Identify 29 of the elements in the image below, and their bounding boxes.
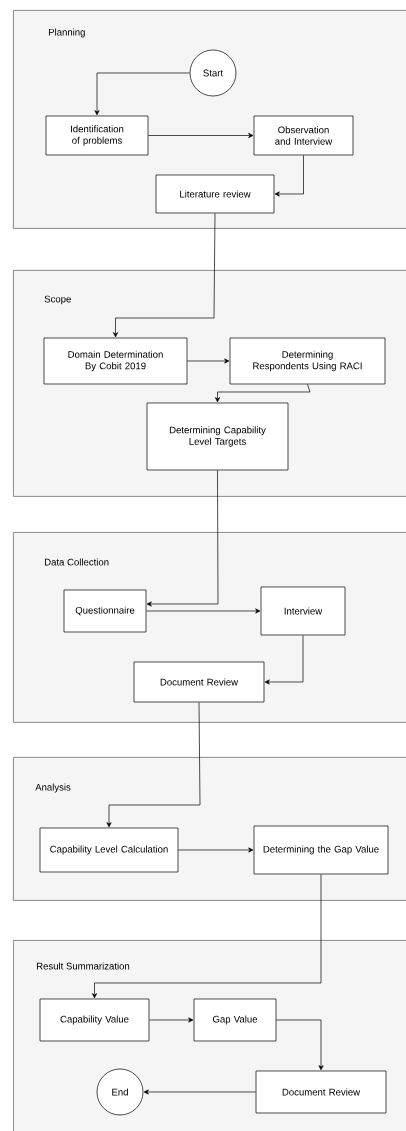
process-box: Determining Respondents Using RACI (229, 337, 386, 385)
arrow (146, 470, 219, 607)
arrow (143, 1089, 256, 1095)
process-box: Determining Capability Level Targets (146, 402, 289, 471)
process-box: Interview (260, 586, 346, 636)
arrow (106, 702, 201, 828)
arrow (113, 213, 216, 338)
arrow (146, 608, 261, 614)
arrow (92, 874, 322, 999)
arrow (276, 1019, 324, 1071)
arrow (215, 384, 311, 403)
process-box: Determining the Gap Value (253, 825, 389, 875)
arrow (94, 72, 190, 116)
arrow (274, 155, 304, 197)
arrow (149, 1017, 194, 1023)
arrow (187, 358, 230, 364)
process-box: Document Review (133, 661, 265, 703)
process-box: Identification of problems (45, 115, 149, 156)
process-box: Questionnaire (63, 589, 147, 633)
process-box: Document Review (255, 1070, 387, 1114)
arrow (148, 133, 254, 138)
process-box: Observation and Interview (253, 115, 354, 156)
process-box: Capability Value (39, 998, 150, 1042)
process-box: Gap Value (193, 998, 277, 1042)
process-box: Domain Determination By Cobit 2019 (43, 337, 188, 385)
arrow (178, 847, 254, 853)
process-box: Capability Level Calculation (39, 827, 179, 873)
process-box: Literature review (155, 174, 275, 214)
arrow (264, 635, 304, 685)
